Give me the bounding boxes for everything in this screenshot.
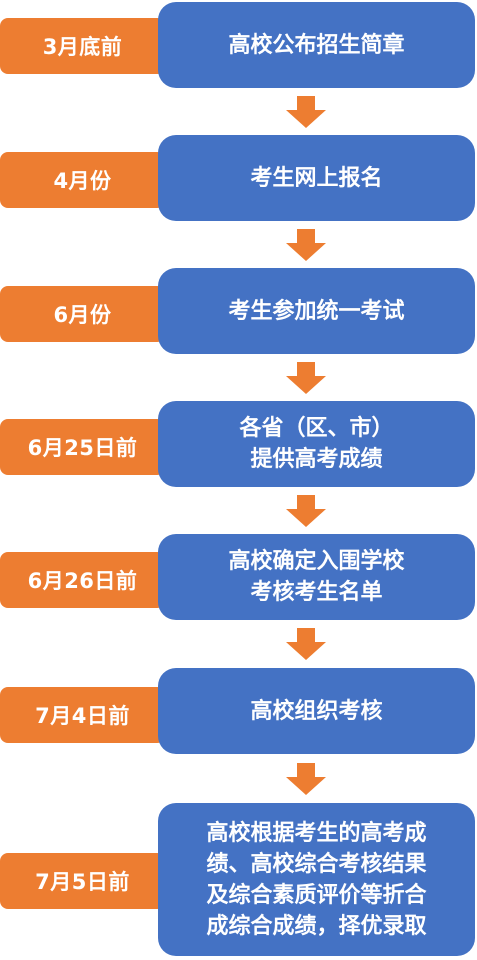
step-box-1: 高校公布招生简章 (158, 2, 475, 88)
down-arrow-icon (286, 96, 326, 128)
date-tag-6: 7月4日前 (0, 687, 165, 743)
step-box-5: 高校确定入围学校 考核考生名单 (158, 534, 475, 620)
down-arrow-icon (286, 628, 326, 660)
date-tag-2: 4月份 (0, 152, 165, 208)
step-box-2: 考生网上报名 (158, 135, 475, 221)
down-arrow-icon (286, 362, 326, 394)
date-tag-7: 7月5日前 (0, 853, 165, 909)
down-arrow-icon (286, 763, 326, 795)
step-box-4: 各省（区、市） 提供高考成绩 (158, 401, 475, 487)
date-tag-1: 3月底前 (0, 18, 165, 74)
step-box-7: 高校根据考生的高考成 绩、高校综合考核结果 及综合素质评价等折合 成综合成绩，择… (158, 803, 475, 956)
down-arrow-icon (286, 495, 326, 527)
date-tag-5: 6月26日前 (0, 552, 165, 608)
step-box-3: 考生参加统一考试 (158, 268, 475, 354)
date-tag-4: 6月25日前 (0, 419, 165, 475)
down-arrow-icon (286, 229, 326, 261)
step-box-6: 高校组织考核 (158, 668, 475, 754)
date-tag-3: 6月份 (0, 286, 165, 342)
